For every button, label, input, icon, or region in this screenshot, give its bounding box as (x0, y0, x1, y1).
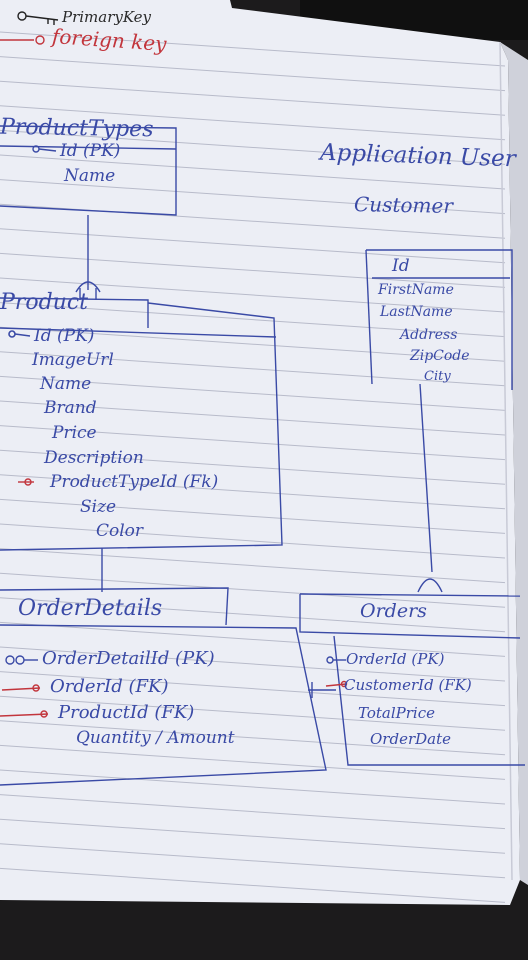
order-details-box (0, 587, 327, 786)
paper-sheet (0, 0, 520, 905)
ruled-line (0, 31, 506, 67)
ruled-line (0, 843, 506, 879)
ruled-line (0, 400, 506, 436)
ruled-line (0, 228, 506, 264)
orders-field: OrderId (PK) (346, 650, 445, 668)
ruled-line (0, 326, 506, 362)
orders-field: OrderDate (370, 730, 451, 748)
product-box (0, 297, 283, 551)
pk-icon-orders (326, 656, 346, 664)
ruled-line (0, 867, 506, 903)
ruled-line (0, 621, 506, 657)
orders-title: Orders (360, 600, 427, 622)
ruled-line (0, 129, 506, 165)
product-field: Color (96, 521, 144, 541)
ruled-line (0, 695, 506, 731)
ruled-line (0, 523, 506, 559)
ruled-line (0, 154, 506, 190)
ruled-line (0, 498, 506, 534)
customer-field: LastName (380, 304, 453, 320)
product-field: ImageUrl (32, 350, 114, 370)
customer-box (365, 249, 513, 593)
ruled-line (0, 80, 506, 116)
product-field: Brand (44, 398, 97, 418)
ruled-line (0, 744, 506, 780)
customer-heading: Customer (353, 192, 454, 218)
orders-orderdetails-connector (308, 682, 336, 698)
order-details-title: OrderDetails (18, 596, 163, 621)
pk-icon-producttypes (32, 145, 57, 153)
ruled-line (0, 671, 506, 707)
ruled-line (0, 572, 506, 608)
ruled-line (0, 449, 506, 485)
ruled-line (0, 474, 506, 510)
ruled-line (0, 597, 506, 633)
order-details-field: OrderDetailId (PK) (42, 648, 215, 669)
orders-field: CustomerId (FK) (344, 676, 472, 694)
orders-box (299, 593, 525, 766)
foreign-key-icon (0, 35, 45, 45)
primary-key-icon (17, 11, 59, 25)
ruled-line (0, 351, 506, 387)
pk-icon-product (8, 330, 31, 338)
product-title: Product (0, 290, 88, 315)
ruled-line (0, 302, 506, 338)
product-types-field: Id (PK) (60, 141, 121, 161)
product-field: Name (40, 374, 92, 394)
ruled-line (0, 720, 506, 756)
fk-icon-orders (325, 680, 348, 688)
order-details-field: Quantity / Amount (76, 728, 235, 748)
customer-field: FirstName (378, 282, 454, 298)
ruled-line (0, 769, 506, 805)
ruled-line (0, 425, 506, 461)
fk-icon-product (18, 478, 34, 486)
customer-field: Id (392, 256, 410, 276)
ruled-line (0, 794, 506, 830)
ruled-line (0, 818, 506, 854)
product-field: Price (52, 423, 97, 443)
product-field: ProductTypeId (Fk) (50, 472, 219, 492)
ruled-lines (0, 31, 506, 903)
product-types-title: ProductTypes (0, 114, 154, 143)
order-details-field: ProductId (FK) (58, 702, 195, 723)
ruled-line (0, 252, 506, 288)
product-types-box (0, 125, 177, 300)
product-field: Id (PK) (34, 326, 95, 346)
product-types-field: Name (64, 166, 116, 186)
ruled-line (0, 646, 506, 682)
customer-field: Address (400, 327, 458, 343)
pk-icon-orderdetails (5, 655, 38, 665)
product-field: Description (44, 448, 144, 468)
customer-field: City (424, 369, 451, 384)
fk-icon-orderdetails-orderid (1, 684, 41, 692)
ruled-line (0, 105, 506, 141)
fk-icon-orderdetails-productid (0, 710, 49, 718)
ruled-line (0, 56, 506, 92)
orders-field: TotalPrice (358, 704, 435, 722)
ruled-line (0, 179, 506, 215)
ruled-line (0, 548, 506, 584)
product-field: Size (80, 497, 117, 517)
customer-field: ZipCode (410, 348, 470, 364)
legend-primary-key-label: PrimaryKey (62, 8, 152, 26)
order-details-field: OrderId (FK) (50, 676, 169, 697)
